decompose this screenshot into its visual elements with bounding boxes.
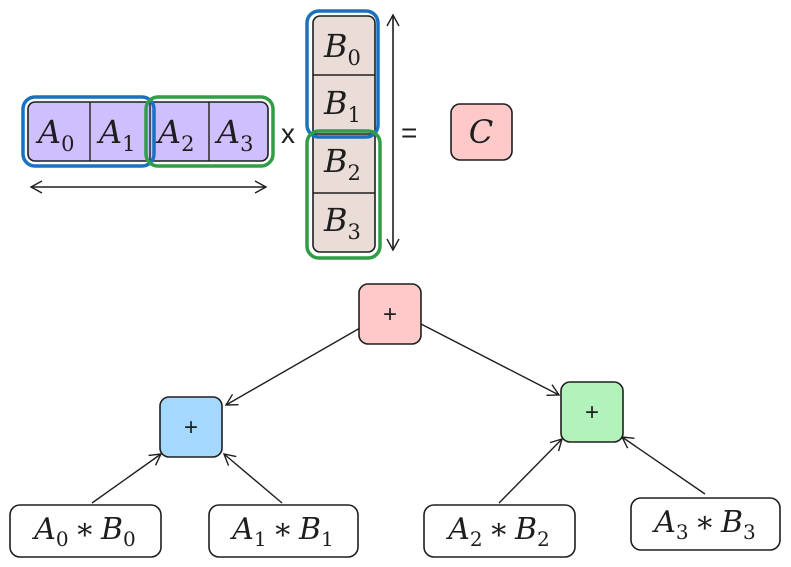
matrix-a: A0 A1 A2 A3	[21, 95, 275, 194]
product-label: A1∗B1	[229, 512, 334, 551]
edge-root-to-left	[224, 327, 361, 406]
reduction-tree: + + + A0∗B0 A1∗B1 A2∗B2 A3∗B3	[9, 283, 781, 558]
root-sum-node	[358, 283, 422, 345]
matrix-a-cell: A3	[214, 113, 253, 156]
equals-operator: =	[401, 117, 417, 148]
product-node	[208, 504, 359, 558]
product-node	[9, 504, 162, 558]
matrix-a-cell: A0	[35, 113, 74, 156]
right-sum-node	[560, 381, 624, 443]
times-operator: x	[281, 118, 295, 149]
edge-p1-to-left	[222, 453, 283, 504]
b-green-group-outline	[305, 129, 382, 260]
b-blue-group-outline	[305, 9, 380, 139]
matrix-a-cell: A2	[155, 113, 194, 156]
left-sum-node	[159, 396, 223, 458]
root-sum-label: +	[383, 301, 397, 328]
matrix-b: B0 B1 B2 B3	[305, 9, 400, 260]
edge-p0-to-left	[91, 453, 163, 504]
matrix-b-cell: B0	[323, 27, 361, 70]
product-node	[630, 497, 781, 551]
matrix-a-cell: A1	[96, 113, 135, 156]
edge-p3-to-right	[620, 436, 706, 495]
matrix-b-cell: B2	[323, 142, 361, 185]
right-sum-label: +	[585, 399, 599, 426]
a-blue-group-outline	[21, 95, 156, 168]
product-label: A2∗B2	[445, 512, 550, 551]
a-green-group-outline	[144, 95, 275, 168]
result-c-label: C	[469, 113, 493, 151]
edge-root-to-right	[420, 323, 561, 397]
edge-p2-to-right	[498, 437, 564, 504]
product-label: A3∗B3	[651, 505, 756, 544]
matrix-b-cell: B1	[323, 84, 361, 127]
left-sum-label: +	[184, 414, 198, 441]
result-c-box	[450, 103, 513, 161]
matrix-b-cell: B3	[323, 201, 361, 244]
product-label: A0∗B0	[31, 512, 136, 551]
product-node	[423, 504, 576, 558]
